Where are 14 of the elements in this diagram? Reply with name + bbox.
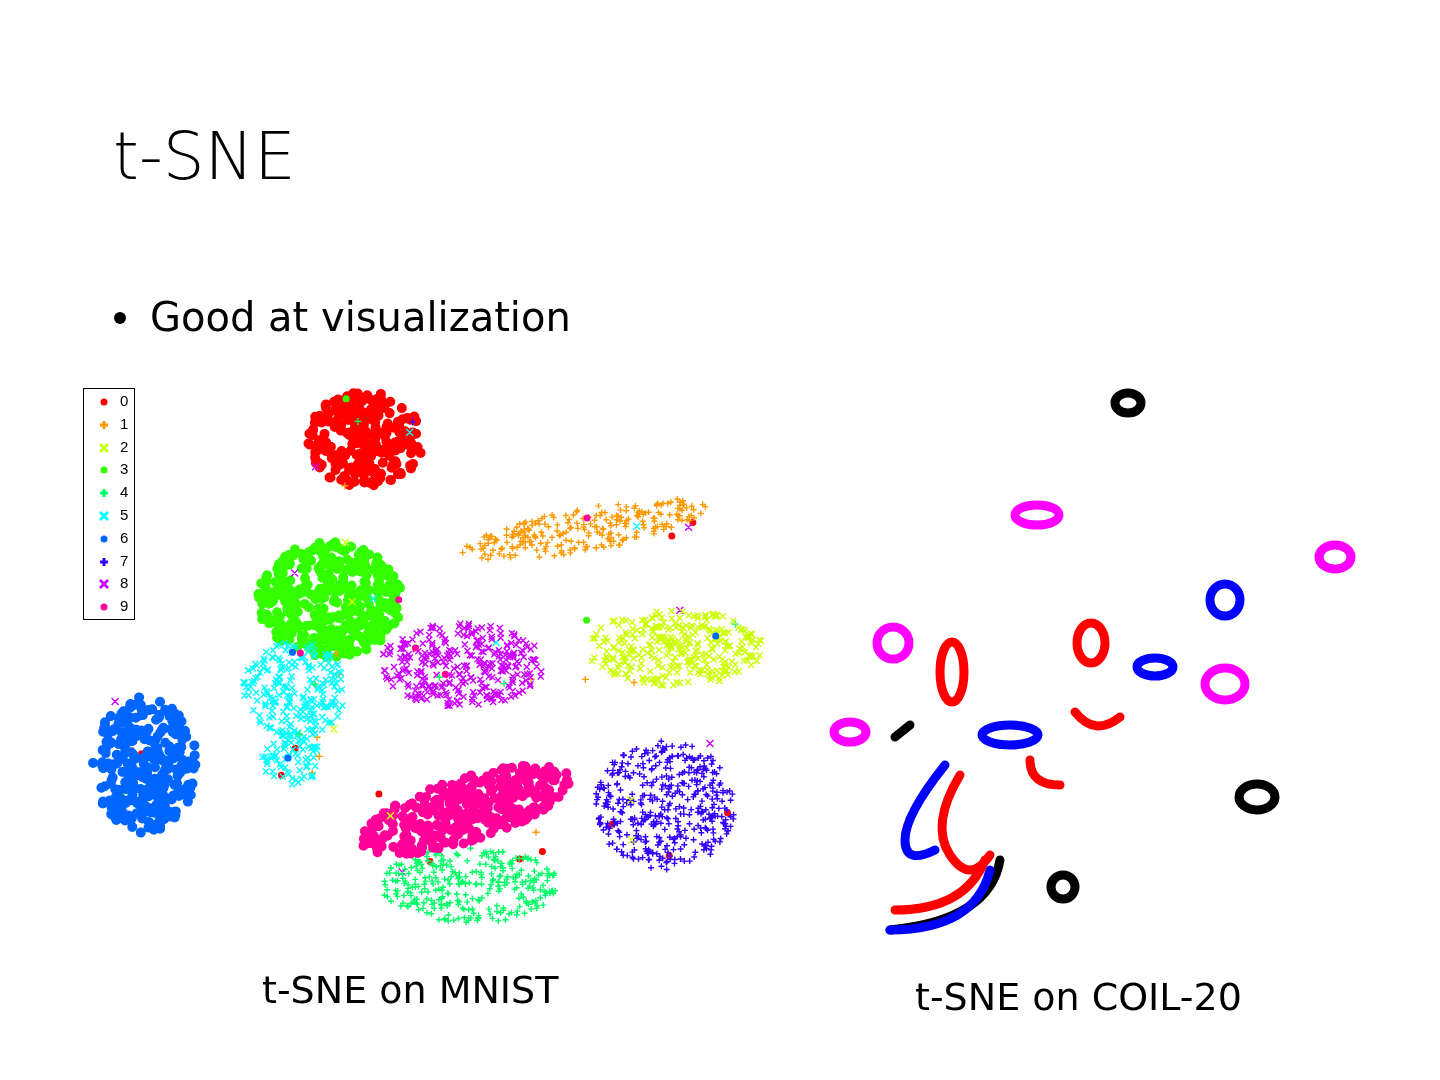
legend-label: 0 — [120, 392, 129, 409]
plot-caption: t-SNE on MNIST — [262, 968, 559, 1012]
legend-label: 5 — [120, 506, 129, 523]
legend-label: 1 — [120, 414, 129, 432]
slide-title: t-SNE — [113, 118, 296, 195]
legend-label: 9 — [120, 597, 129, 615]
bullet-text: Good at visualization — [150, 294, 571, 340]
legend-label: 6 — [120, 528, 129, 546]
legend-label: 4 — [120, 483, 129, 501]
legend-label: 8 — [120, 574, 129, 592]
legend-label: 7 — [120, 551, 129, 569]
legend-label: 2 — [120, 437, 129, 455]
legend-label: 3 — [120, 460, 129, 478]
plot-caption: t-SNE on COIL-20 — [915, 975, 1242, 1019]
